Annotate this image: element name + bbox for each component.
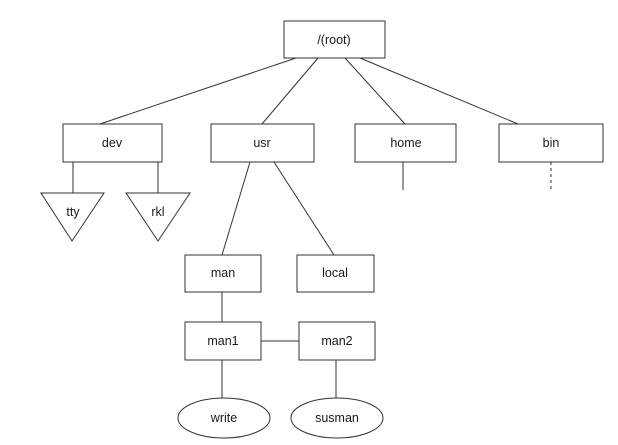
edge-root-usr	[261, 57, 319, 125]
node-usr-label: usr	[253, 136, 270, 150]
node-home-label: home	[390, 136, 421, 150]
node-local: local	[296, 254, 375, 293]
node-man2-label: man2	[321, 334, 352, 348]
node-rkl-label: rkl	[151, 205, 164, 219]
node-tty-label: tty	[66, 205, 80, 219]
node-bin: bin	[498, 123, 604, 163]
node-dev: dev	[62, 123, 163, 163]
node-man2: man2	[298, 321, 376, 361]
node-susman: susman	[290, 397, 384, 439]
node-susman-label: susman	[315, 411, 359, 425]
node-write: write	[177, 397, 271, 439]
node-man1: man1	[184, 321, 262, 361]
node-usr: usr	[210, 123, 315, 163]
tree-edges	[72, 57, 552, 399]
node-man: man	[184, 254, 262, 293]
node-man1-label: man1	[207, 334, 238, 348]
node-man-label: man	[211, 266, 235, 280]
node-dev-label: dev	[102, 136, 123, 150]
node-write-label: write	[210, 411, 237, 425]
edge-root-bin	[359, 57, 519, 125]
edge-root-dev	[99, 57, 297, 125]
node-bin-label: bin	[543, 136, 560, 150]
edge-root-home	[344, 57, 406, 125]
node-root: /(root)	[283, 20, 386, 59]
node-rkl: rkl	[125, 192, 191, 242]
node-local-label: local	[322, 266, 348, 280]
node-home: home	[354, 123, 457, 163]
node-root-label: /(root)	[317, 33, 350, 47]
node-tty: tty	[40, 192, 105, 242]
edge-usr-man	[221, 161, 251, 256]
edge-usr-local	[273, 161, 335, 256]
